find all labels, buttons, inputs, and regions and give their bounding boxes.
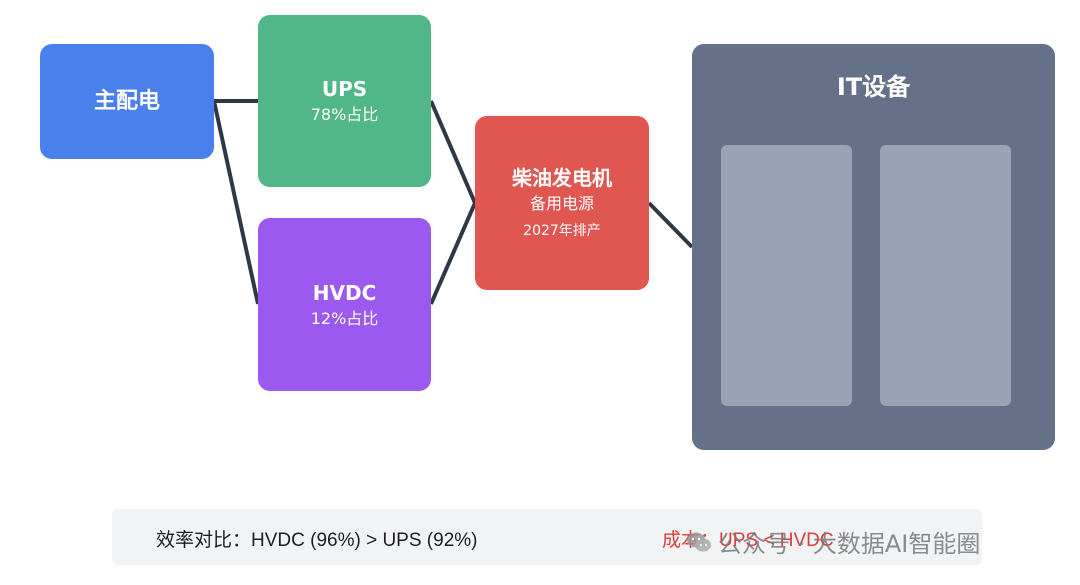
watermark-text: 公众号 · 大数据AI智能圈 (718, 530, 981, 558)
comparison-footer: 效率对比：HVDC (96%) > UPS (92%) 成本：UPS < HVD… (112, 509, 982, 565)
ups-share: 78%占比 (310, 105, 379, 124)
it-label: IT设备 (836, 73, 911, 101)
diesel-note: 2027年排产 (523, 223, 601, 239)
wechat-icon (687, 532, 711, 551)
diesel-generator-node: 柴油发电机 备用电源 2027年排产 (475, 116, 649, 290)
hvdc-label: HVDC (312, 280, 377, 305)
server-rack (721, 145, 852, 406)
edge-diesel-it (647, 201, 694, 249)
diesel-label: 柴油发电机 (512, 166, 612, 190)
edge-hvdc-diesel (429, 202, 477, 305)
main-power-node: 主配电 (40, 44, 214, 159)
main-power-label: 主配电 (93, 88, 160, 114)
edge-main-hvdc (212, 100, 260, 305)
watermark: 公众号 · 大数据AI智能圈 (686, 524, 980, 559)
server-rack (880, 145, 1011, 406)
efficiency-comparison: 效率对比：HVDC (96%) > UPS (92%) (156, 530, 478, 551)
edge-ups-diesel (429, 100, 477, 204)
ups-label: UPS (321, 77, 368, 101)
ups-node: UPS 78%占比 (258, 15, 431, 187)
cost-value: UPS < HVDC (719, 530, 834, 551)
hvdc-share: 12%占比 (310, 308, 379, 328)
hvdc-node: HVDC 12%占比 (258, 218, 431, 391)
diesel-sub: 备用电源 (529, 194, 594, 213)
